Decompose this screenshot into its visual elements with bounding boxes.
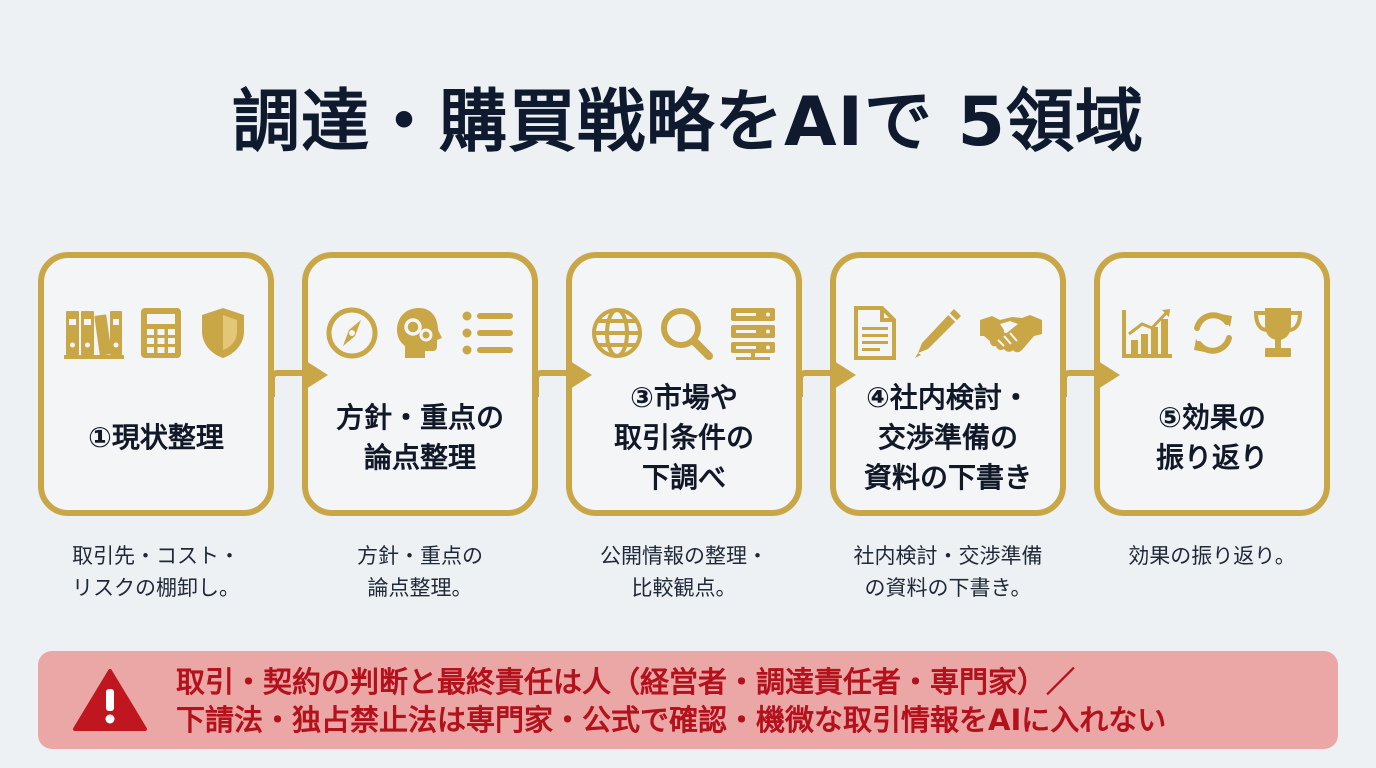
step-card-label: ③市場や 取引条件の 下調べ <box>613 381 754 494</box>
compass-icon <box>326 307 378 359</box>
trophy-icon <box>1253 308 1303 357</box>
refresh-icon <box>1194 312 1232 354</box>
flow-arrow-4 <box>1062 361 1120 397</box>
globe-icon <box>592 308 642 358</box>
bar-chart-icon <box>1122 309 1172 358</box>
step-description-5: 効果の振り返り。 <box>1128 544 1296 568</box>
warning-banner: 取引・契約の判断と最終責任は人（経営者・調達責任者・専門家）／ 下請法・独占禁止… <box>38 651 1338 749</box>
calculator-icon <box>141 308 181 358</box>
page-title: 調達・購買戦略をAIで 5領域 <box>232 83 1144 162</box>
step-card-label: ⑤効果の 振り返り <box>1155 401 1268 474</box>
step-card-5: ⑤効果の 振り返り <box>1094 252 1330 516</box>
document-icon <box>854 306 896 360</box>
step-card-label: 方針・重点の 論点整理 <box>335 401 504 474</box>
step-card-label: ④社内検討・ 交渉準備の 資料の下書き <box>863 381 1032 494</box>
flow-arrow-2 <box>534 361 592 397</box>
shield-icon <box>202 308 244 358</box>
step-description-4: 社内検討・交渉準備 の資料の下書き。 <box>853 544 1043 600</box>
step-card-2: 方針・重点の 論点整理 <box>302 252 538 516</box>
pen-icon <box>915 309 961 358</box>
flow-arrow-3 <box>798 361 856 397</box>
brain-gear-icon <box>397 308 442 358</box>
checklist-icon <box>462 311 513 355</box>
step-card-label: ①現状整理 <box>88 421 224 454</box>
binders-icon <box>64 311 124 359</box>
step-card-3: ③市場や 取引条件の 下調べ <box>566 252 802 516</box>
handshake-icon <box>980 315 1042 353</box>
step-description-1: 取引先・コスト・ リスクの棚卸し。 <box>72 544 240 600</box>
step-description-2: 方針・重点の 論点整理。 <box>357 544 483 600</box>
server-icon <box>731 308 775 360</box>
step-card-4: ④社内検討・ 交渉準備の 資料の下書き <box>830 252 1066 516</box>
step-description-3: 公開情報の整理・ 比較観点。 <box>600 544 768 600</box>
magnifier-icon <box>661 308 713 360</box>
flow-arrow-1 <box>270 361 328 397</box>
warning-text: 取引・契約の判断と最終責任は人（経営者・調達責任者・専門家）／ 下請法・独占禁止… <box>176 665 1167 737</box>
warning-triangle-icon <box>73 669 147 731</box>
step-card-1: ①現状整理 <box>38 252 274 516</box>
